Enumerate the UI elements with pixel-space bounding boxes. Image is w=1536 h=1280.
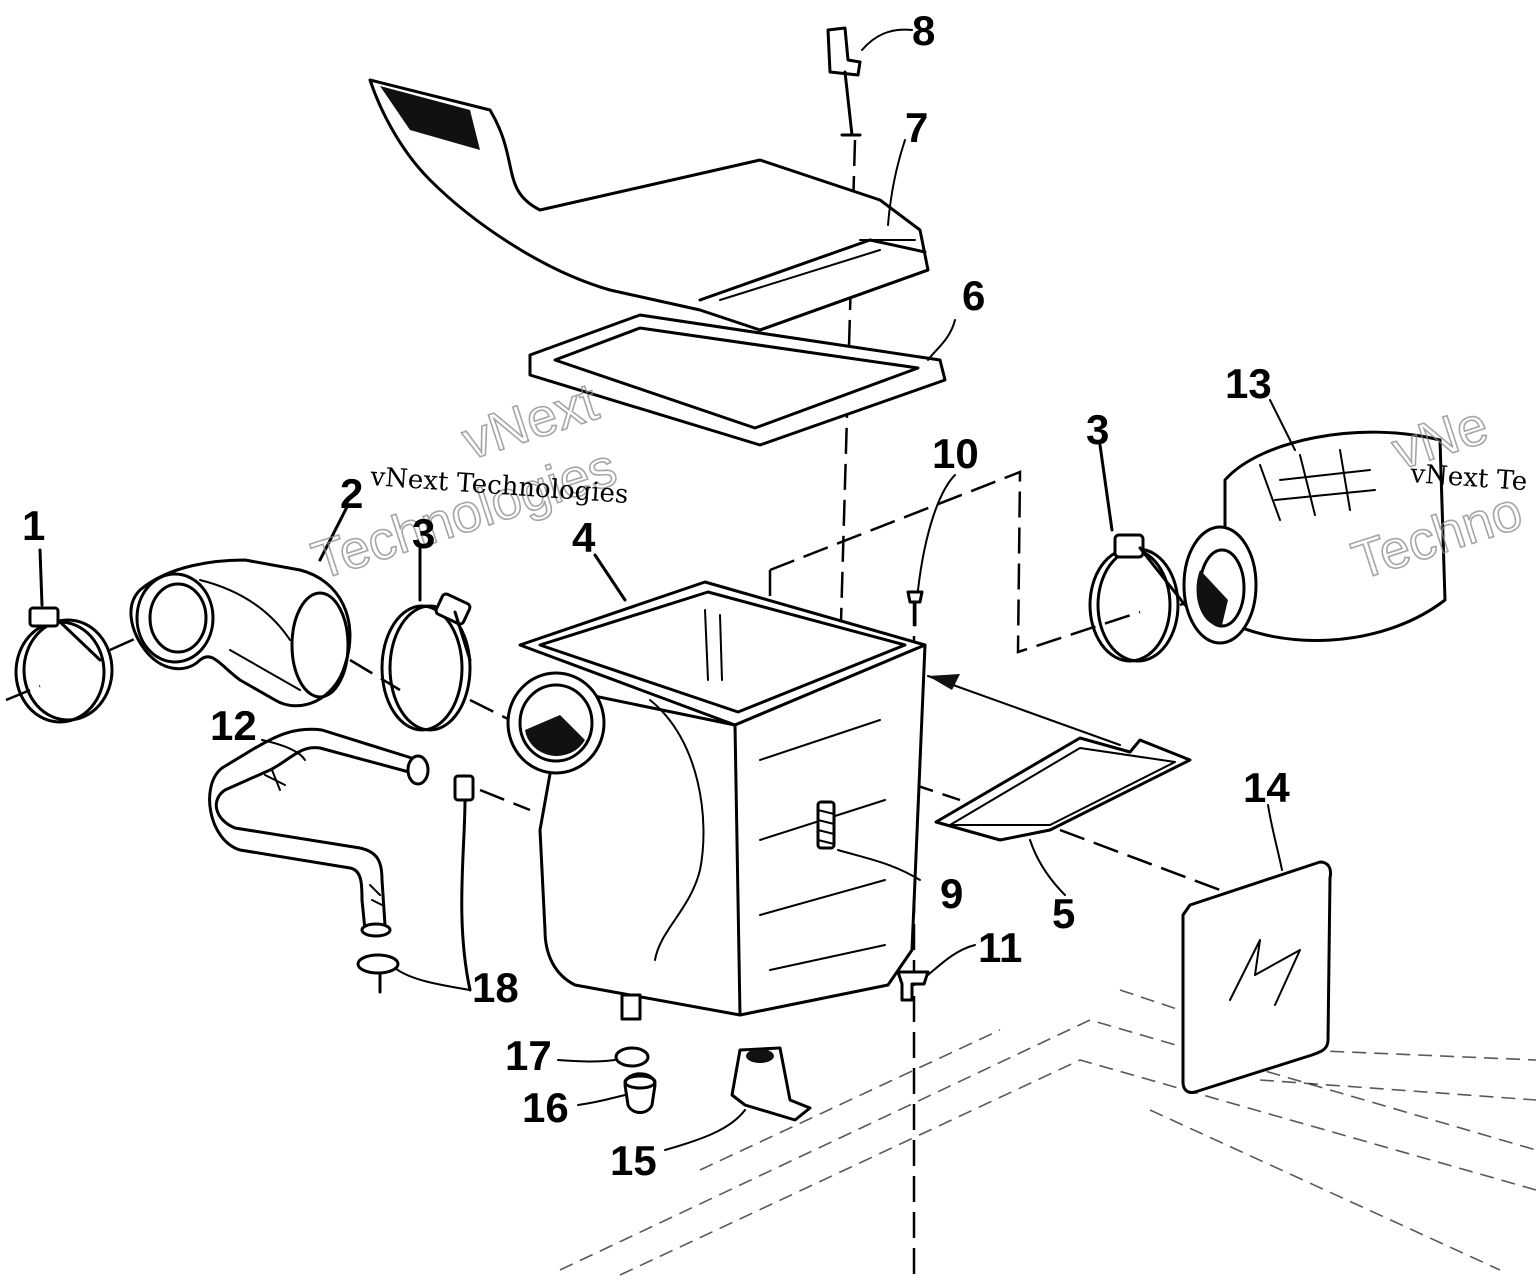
part-3-hose-clamp-right bbox=[1088, 533, 1187, 663]
part-4-air-box bbox=[506, 580, 927, 1021]
chassis-frame bbox=[559, 989, 1536, 1276]
callout-10: 10 bbox=[932, 430, 979, 477]
part-6-gasket bbox=[528, 313, 947, 447]
callout-12: 12 bbox=[210, 702, 257, 749]
part-8-retaining-rod bbox=[826, 26, 862, 137]
part-13-air-filter bbox=[1182, 430, 1447, 645]
callout-14: 14 bbox=[1243, 764, 1290, 811]
part-1-hose-clamp bbox=[14, 606, 114, 724]
callout-18: 18 bbox=[472, 964, 519, 1011]
part-3-hose-clamp-left bbox=[380, 592, 472, 732]
part-18-clamps bbox=[356, 774, 475, 994]
callout-9: 9 bbox=[940, 870, 963, 917]
callout-1: 1 bbox=[22, 502, 45, 549]
callout-3-left: 3 bbox=[412, 510, 435, 557]
part-14-filter-panel bbox=[1181, 860, 1332, 1094]
callout-3-right: 3 bbox=[1086, 406, 1109, 453]
part-16-drain-cap bbox=[623, 1072, 657, 1114]
part-5-side-plate bbox=[934, 736, 1192, 842]
callout-2: 2 bbox=[340, 470, 363, 517]
callout-16: 16 bbox=[522, 1084, 569, 1131]
callout-6: 6 bbox=[962, 272, 985, 319]
callout-labels: 1 2 3 3 4 5 6 7 8 9 10 11 12 13 14 15 16… bbox=[22, 7, 1290, 1184]
callout-17: 17 bbox=[505, 1032, 552, 1079]
part-10-screw bbox=[906, 590, 924, 627]
part-11-grommet bbox=[896, 970, 930, 1002]
part-15-bracket bbox=[730, 1046, 812, 1122]
callout-8: 8 bbox=[912, 7, 935, 54]
callout-15: 15 bbox=[610, 1137, 657, 1184]
callout-4: 4 bbox=[572, 514, 596, 561]
part-9-spring bbox=[816, 800, 836, 850]
part-7-top-cover bbox=[368, 78, 930, 332]
part-17-clamp bbox=[614, 1046, 650, 1068]
callout-13: 13 bbox=[1225, 360, 1272, 407]
part-12-breather-hose bbox=[208, 727, 430, 938]
callout-7: 7 bbox=[905, 104, 928, 151]
callout-11: 11 bbox=[978, 924, 1022, 971]
callout-leaders bbox=[38, 28, 1296, 1151]
part-2-elbow-duct bbox=[129, 558, 352, 708]
callout-5: 5 bbox=[1052, 890, 1075, 937]
